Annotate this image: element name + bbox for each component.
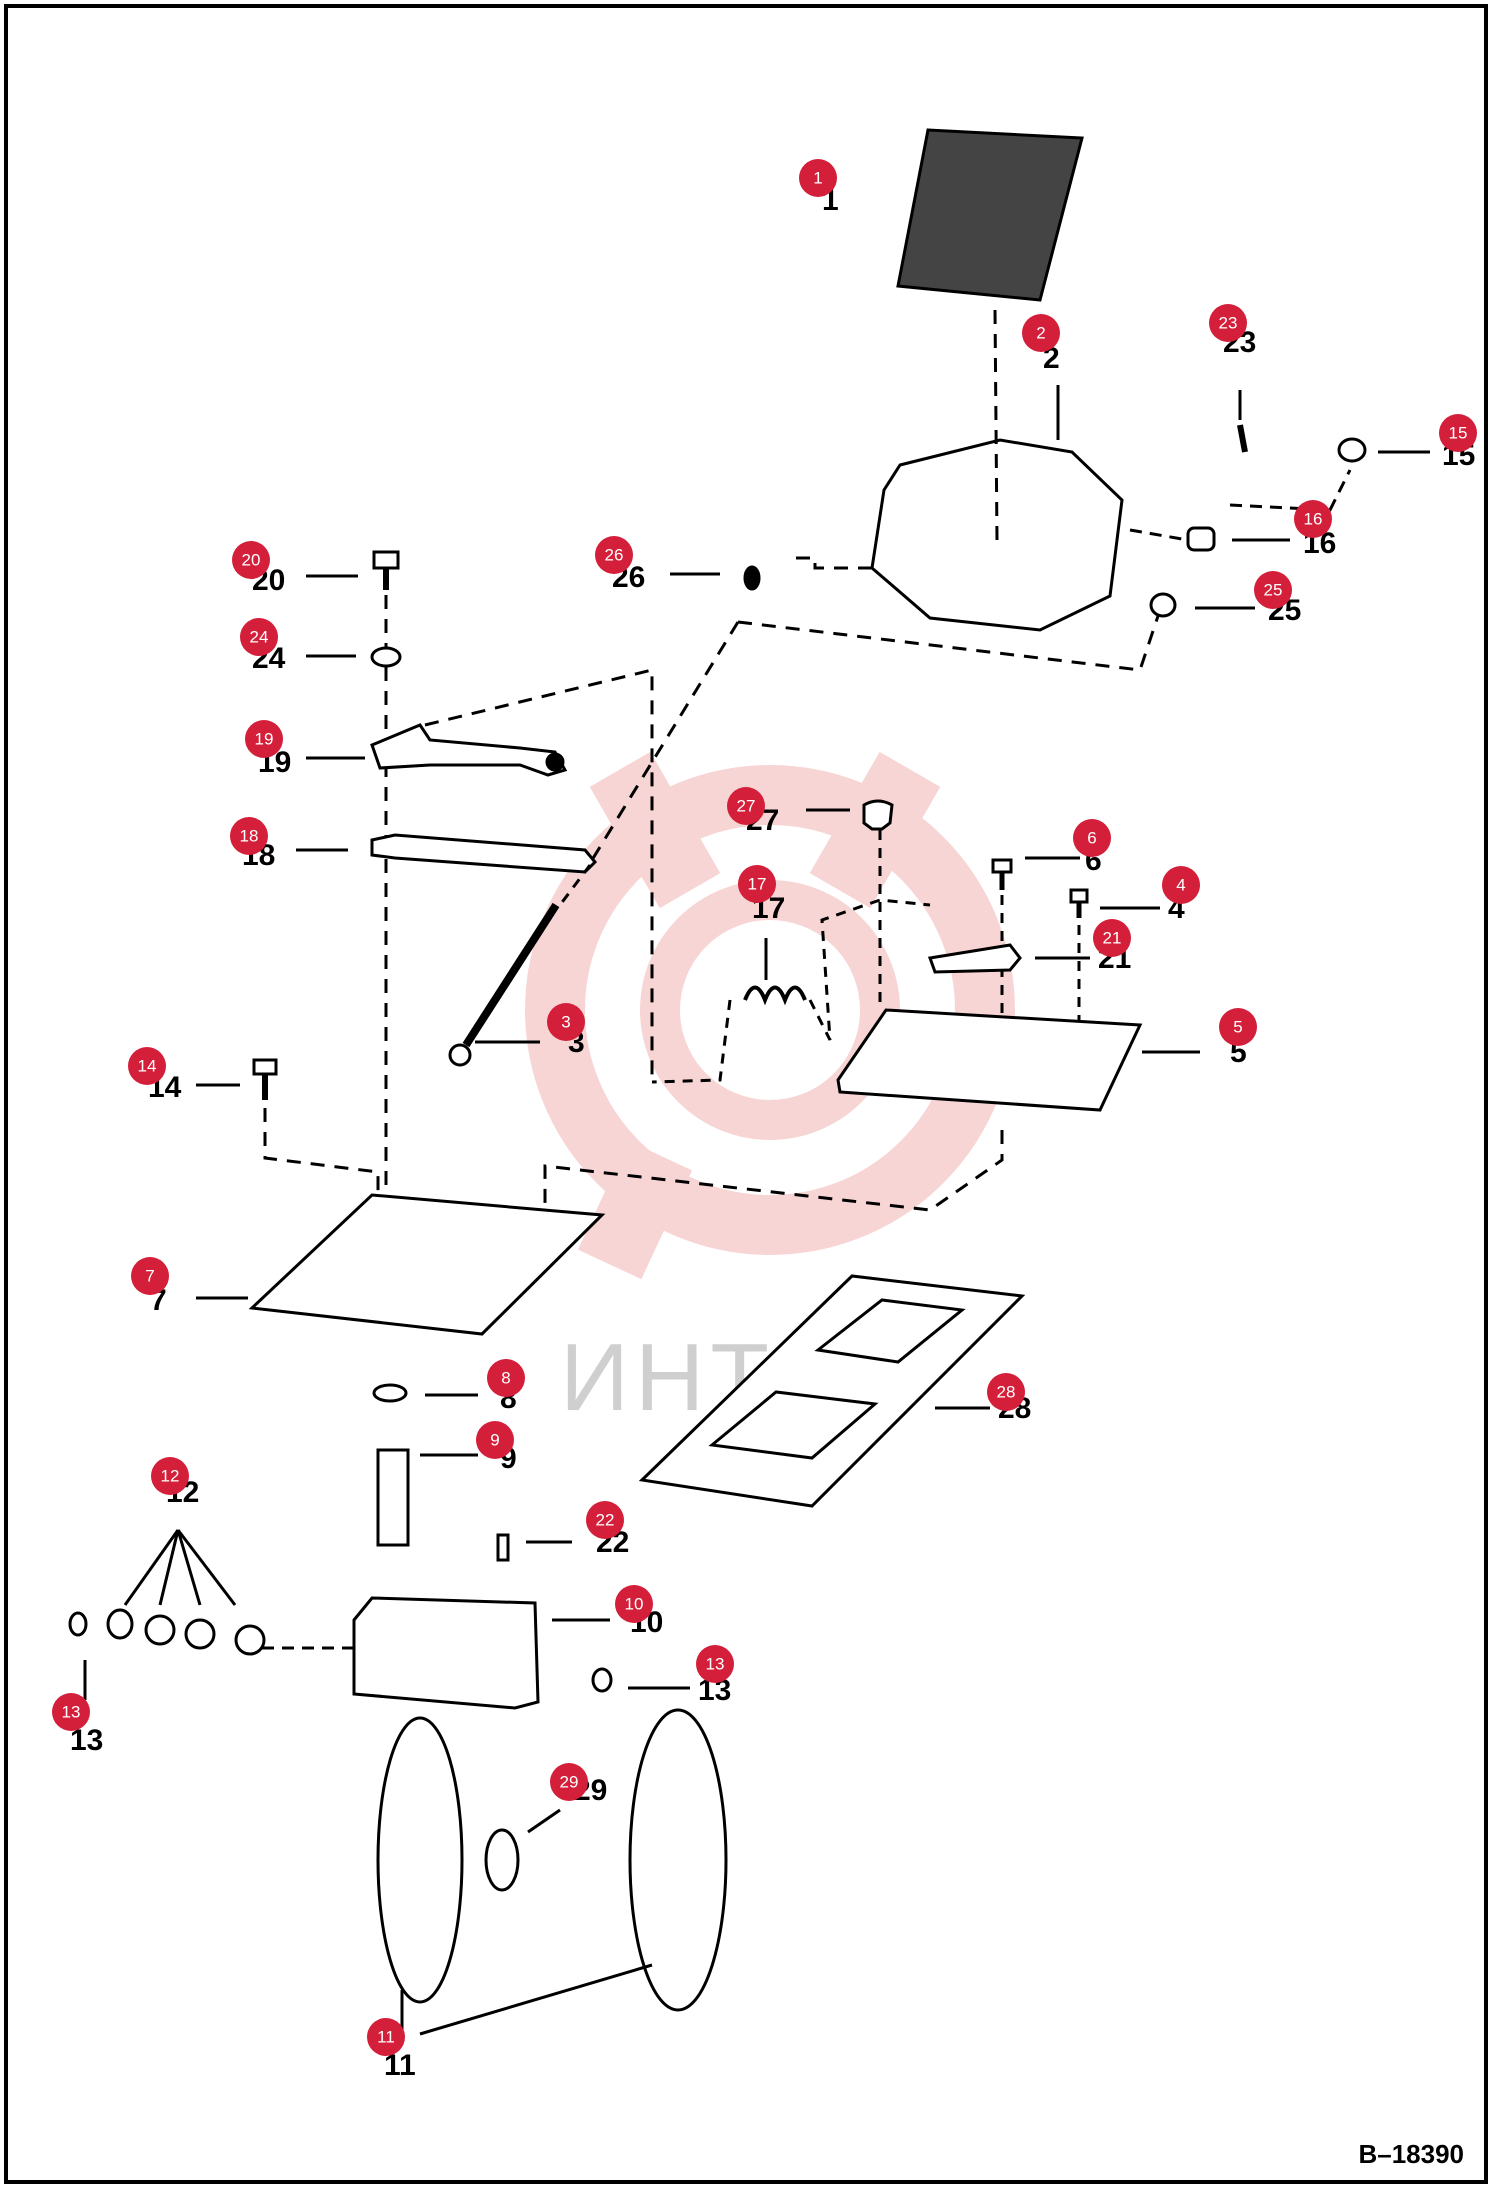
callout-badge[interactable]: 28 bbox=[987, 1373, 1025, 1411]
callout-badge[interactable]: 11 bbox=[367, 2018, 405, 2056]
callout-badge[interactable]: 6 bbox=[1073, 819, 1111, 857]
callout-badge[interactable]: 21 bbox=[1093, 919, 1131, 957]
callout-badge[interactable]: 19 bbox=[245, 720, 283, 758]
callout-badge[interactable]: 23 bbox=[1209, 304, 1247, 342]
callout-badge[interactable]: 10 bbox=[615, 1585, 653, 1623]
callout-badge[interactable]: 16 bbox=[1294, 500, 1332, 538]
svg-text:17: 17 bbox=[748, 875, 767, 894]
svg-text:23: 23 bbox=[1219, 314, 1238, 333]
svg-text:7: 7 bbox=[145, 1267, 154, 1286]
svg-text:14: 14 bbox=[138, 1057, 157, 1076]
callout-badge[interactable]: 2 bbox=[1022, 314, 1060, 352]
callout-badge[interactable]: 4 bbox=[1162, 866, 1200, 904]
drawing-reference-number: B–18390 bbox=[1358, 2139, 1464, 2169]
svg-text:15: 15 bbox=[1449, 424, 1468, 443]
callout-badge[interactable]: 20 bbox=[232, 541, 270, 579]
callout-badge[interactable]: 5 bbox=[1219, 1008, 1257, 1046]
svg-text:9: 9 bbox=[490, 1431, 499, 1450]
svg-text:4: 4 bbox=[1176, 876, 1185, 895]
svg-text:18: 18 bbox=[240, 827, 259, 846]
callout-badge[interactable]: 27 bbox=[727, 787, 765, 825]
drawing-border bbox=[4, 4, 1488, 2184]
callout-badge[interactable]: 26 bbox=[595, 536, 633, 574]
svg-text:11: 11 bbox=[377, 2028, 395, 2047]
svg-text:8: 8 bbox=[501, 1369, 510, 1388]
callout-badges: 1 2 23 15 16 25 26 20 24 19 18 27 6 4 21… bbox=[52, 159, 1477, 2056]
callout-badge[interactable]: 7 bbox=[131, 1257, 169, 1295]
callout-badge[interactable]: 25 bbox=[1254, 571, 1292, 609]
svg-text:22: 22 bbox=[596, 1511, 615, 1530]
callout-badge[interactable]: 17 bbox=[738, 865, 776, 903]
svg-text:27: 27 bbox=[737, 797, 756, 816]
svg-text:29: 29 bbox=[560, 1773, 579, 1792]
svg-text:5: 5 bbox=[1233, 1018, 1242, 1037]
callout-badge[interactable]: 14 bbox=[128, 1047, 166, 1085]
svg-text:25: 25 bbox=[1264, 581, 1283, 600]
callout-badge[interactable]: 13 bbox=[696, 1645, 734, 1683]
svg-text:16: 16 bbox=[1304, 510, 1323, 529]
callout-badge[interactable]: 1 bbox=[799, 159, 837, 197]
callout-badge[interactable]: 13 bbox=[52, 1693, 90, 1731]
svg-text:1: 1 bbox=[813, 169, 822, 188]
svg-text:24: 24 bbox=[250, 628, 269, 647]
callout-badge[interactable]: 18 bbox=[230, 817, 268, 855]
svg-text:3: 3 bbox=[561, 1013, 570, 1032]
svg-text:13: 13 bbox=[706, 1655, 725, 1674]
diagram-lines bbox=[68, 128, 1430, 2036]
svg-text:12: 12 bbox=[161, 1467, 180, 1486]
svg-text:6: 6 bbox=[1087, 829, 1096, 848]
svg-text:26: 26 bbox=[605, 546, 624, 565]
svg-text:2: 2 bbox=[1036, 324, 1045, 343]
callout-badge[interactable]: 29 bbox=[550, 1763, 588, 1801]
callout-badge[interactable]: 9 bbox=[476, 1421, 514, 1459]
svg-text:13: 13 bbox=[62, 1703, 81, 1722]
callout-badge[interactable]: 15 bbox=[1439, 414, 1477, 452]
svg-text:10: 10 bbox=[625, 1595, 644, 1614]
callout-badge[interactable]: 24 bbox=[240, 618, 278, 656]
callout-badge[interactable]: 3 bbox=[547, 1003, 585, 1041]
callout-badge[interactable]: 22 bbox=[586, 1501, 624, 1539]
svg-text:19: 19 bbox=[255, 730, 274, 749]
callout-badge[interactable]: 12 bbox=[151, 1457, 189, 1495]
callout-badge[interactable]: 8 bbox=[487, 1359, 525, 1397]
svg-text:28: 28 bbox=[997, 1383, 1016, 1402]
svg-text:20: 20 bbox=[242, 551, 261, 570]
svg-text:21: 21 bbox=[1103, 929, 1122, 948]
